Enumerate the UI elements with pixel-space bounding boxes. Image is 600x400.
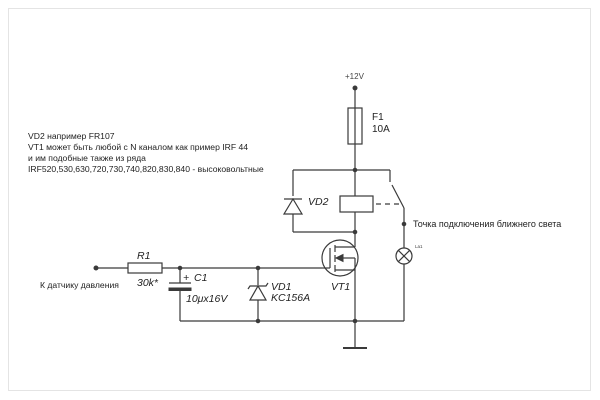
transistor-ref: VT1 bbox=[331, 281, 350, 293]
fuse-f1: F1 10A bbox=[347, 107, 390, 145]
lamp-ref: La1 bbox=[415, 244, 423, 249]
zener-triangle bbox=[248, 284, 268, 301]
capacitor-c1: + C1 10μx16V bbox=[168, 268, 228, 321]
notes-block: VD2 например FR107 VT1 может быть любой … bbox=[28, 131, 264, 174]
contact-blade bbox=[391, 184, 405, 209]
zener-ref: VD1 bbox=[271, 281, 291, 293]
fuse-ref: F1 bbox=[372, 112, 384, 123]
resistor-value: 30k* bbox=[137, 277, 159, 289]
lamp-cross-b bbox=[397, 249, 411, 263]
diode-vd2-triangle bbox=[282, 197, 304, 215]
note-line-2: VT1 может быть любой с N каналом как при… bbox=[28, 142, 248, 152]
lamp-connection-label: Точка подключения ближнего света bbox=[413, 219, 561, 229]
relay-contact bbox=[355, 169, 407, 227]
zener-bar bbox=[247, 282, 269, 290]
zener-vd1: VD1 KC156A bbox=[247, 268, 310, 321]
supply-label: +12V bbox=[345, 72, 365, 81]
resistor-r1: R1 30k* bbox=[127, 250, 163, 289]
transistor-vt1: VT1 bbox=[321, 239, 359, 293]
capacitor-ref: C1 bbox=[194, 272, 207, 284]
note-line-4: IRF520,530,630,720,730,740,820,830,840 -… bbox=[28, 164, 264, 174]
junction-ground-vd1 bbox=[255, 318, 261, 324]
supply-node: +12V bbox=[345, 72, 365, 108]
diode-vd2: VD2 bbox=[282, 196, 329, 215]
resistor-ref: R1 bbox=[137, 250, 150, 262]
note-line-3: и им подобные также из ряда bbox=[28, 153, 146, 163]
zener-value: KC156A bbox=[271, 292, 310, 304]
channel-arrow bbox=[334, 253, 344, 263]
drawing-frame bbox=[8, 8, 591, 391]
relay-coil bbox=[339, 195, 374, 213]
resistor-body bbox=[127, 262, 163, 274]
diode-vd2-ref: VD2 bbox=[308, 196, 329, 208]
fuse-value: 10A bbox=[372, 124, 390, 135]
capacitor-polarity: + bbox=[183, 272, 189, 284]
lamp-la1: La1 bbox=[395, 224, 423, 321]
note-line-1: VD2 например FR107 bbox=[28, 131, 115, 141]
capacitor-plate-negative bbox=[168, 287, 192, 291]
capacitor-value: 10μx16V bbox=[186, 293, 228, 305]
input-label: К датчику давления bbox=[40, 280, 119, 290]
